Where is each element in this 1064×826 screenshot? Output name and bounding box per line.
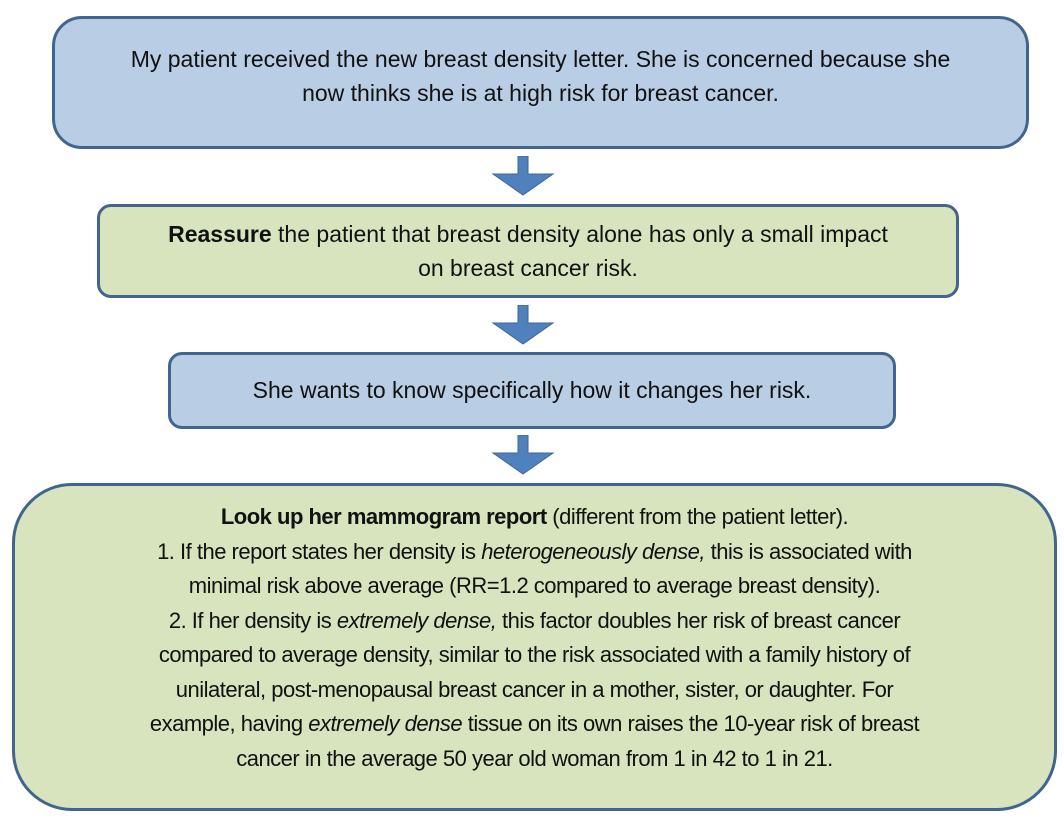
italic-term: extremely dense	[308, 711, 463, 736]
specific-risk-box: She wants to know specifically how it ch…	[168, 352, 896, 429]
text: tissue on its own raises the 10-year ris…	[462, 711, 920, 736]
mammogram-heading: Look up her mammogram report	[220, 504, 547, 529]
reassure-box: Reassure the patient that breast density…	[97, 204, 959, 298]
box1-line-1: My patient received the new breast densi…	[130, 45, 951, 72]
text: this factor doubles her risk of breast c…	[496, 607, 901, 633]
reassure-bold: Reassure	[168, 221, 272, 247]
item2-line-3: unilateral, post-menopausal breast cance…	[175, 676, 894, 702]
box2-line-2: on breast cancer risk.	[418, 255, 638, 281]
heading-rest: (different from the patient letter).	[546, 504, 849, 529]
italic-term: heterogeneously dense,	[481, 538, 706, 564]
down-arrow-icon	[491, 435, 555, 475]
down-arrow-icon	[491, 305, 555, 345]
box2-line-1: the patient that breast density alone ha…	[271, 221, 888, 247]
box1-line-2: now thinks she is at high risk for breas…	[302, 79, 779, 106]
item2-line-5: cancer in the average 50 year old woman …	[236, 745, 833, 771]
item2-line-2: compared to average density, similar to …	[158, 642, 911, 667]
item2-line-1: 2. If her density is extremely dense, th…	[168, 604, 901, 639]
italic-term: extremely dense,	[336, 607, 497, 633]
text: example, having	[149, 711, 309, 736]
item2-line-4: example, having extremely dense tissue o…	[149, 707, 920, 742]
box3-text: She wants to know specifically how it ch…	[252, 377, 812, 403]
text: 1. If the report states her density is	[157, 538, 482, 564]
item1-line-1: 1. If the report states her density is h…	[157, 535, 912, 570]
text: 2. If her density is	[168, 607, 337, 633]
mammogram-report-box: Look up her mammogram report (different …	[12, 483, 1057, 811]
patient-concern-box: My patient received the new breast densi…	[52, 16, 1029, 149]
text: this is associated with	[705, 538, 913, 564]
item1-line-2: minimal risk above average (RR=1.2 compa…	[188, 573, 881, 598]
down-arrow-icon	[491, 156, 555, 196]
